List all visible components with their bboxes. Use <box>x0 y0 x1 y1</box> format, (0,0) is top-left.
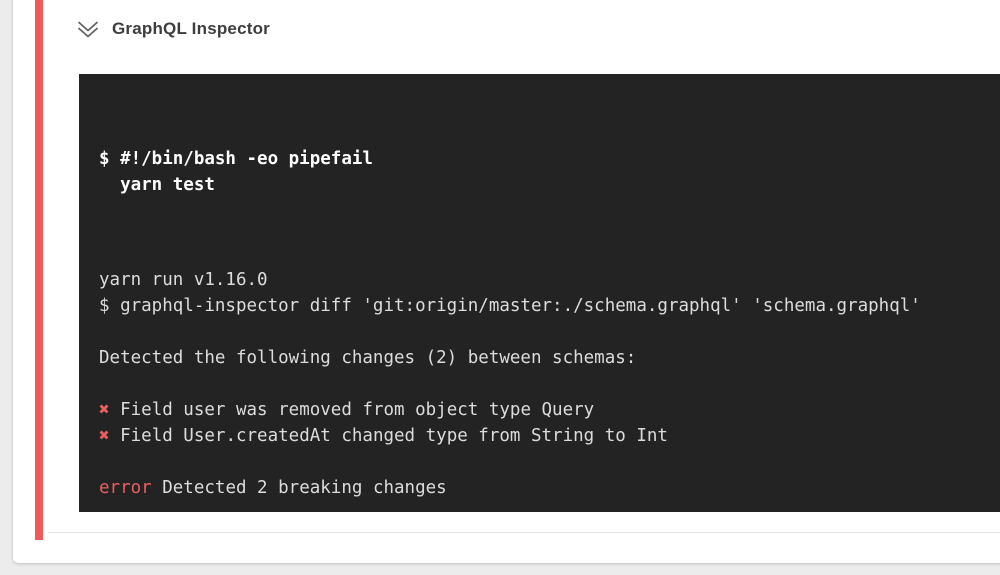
terminal-segment-bold: yarn test <box>99 175 215 195</box>
terminal-segment-cross: ✖ <box>99 426 110 446</box>
terminal-line <box>99 449 1000 475</box>
terminal-line <box>99 501 1000 512</box>
terminal-segment-plain: yarn run v1.16.0 <box>99 270 268 290</box>
terminal-line: ✖ Field user was removed from object typ… <box>99 397 1000 423</box>
step-header[interactable]: GraphQL Inspector <box>75 14 270 44</box>
terminal-line: ✖ Field User.createdAt changed type from… <box>99 423 1000 449</box>
terminal-line: yarn test <box>99 172 1000 198</box>
terminal-line: error Detected 2 breaking changes <box>99 475 1000 501</box>
terminal-segment-error: error <box>99 478 152 498</box>
terminal-line: Detected the following changes (2) betwe… <box>99 345 1000 371</box>
terminal-segment-plain: Detected the following changes (2) betwe… <box>99 348 637 368</box>
terminal-line: yarn run v1.16.0 <box>99 267 1000 293</box>
command-block: $ #!/bin/bash -eo pipefail yarn test <box>99 146 1000 198</box>
failed-status-stripe <box>35 0 43 540</box>
output-block: yarn run v1.16.0 $ graphql-inspector diff… <box>99 267 1000 512</box>
terminal-segment-cross: ✖ <box>99 400 110 420</box>
terminal-segment-plain: Field user was removed from object type … <box>109 400 595 420</box>
double-chevron-down-icon[interactable] <box>75 17 101 42</box>
step-title: GraphQL Inspector <box>112 19 271 38</box>
terminal-segment-plain: $ graphql-inspector diff 'git:origin/mas… <box>99 296 921 316</box>
terminal-line: $ graphql-inspector diff 'git:origin/mas… <box>99 293 1000 319</box>
terminal-segment-plain: Detected 2 breaking changes <box>151 478 447 498</box>
terminal-line <box>99 319 1000 345</box>
terminal-segment-bold: $ #!/bin/bash -eo pipefail <box>99 149 373 169</box>
job-step-card: GraphQL Inspector $ #!/bin/bash -eo pipe… <box>13 0 1000 563</box>
terminal-line: $ #!/bin/bash -eo pipefail <box>99 146 1000 172</box>
terminal-line <box>99 371 1000 397</box>
terminal-segment-plain: Field User.createdAt changed type from S… <box>109 426 668 446</box>
terminal-output: $ #!/bin/bash -eo pipefail yarn test yar… <box>79 74 1000 512</box>
section-divider-bottom <box>48 532 1000 533</box>
